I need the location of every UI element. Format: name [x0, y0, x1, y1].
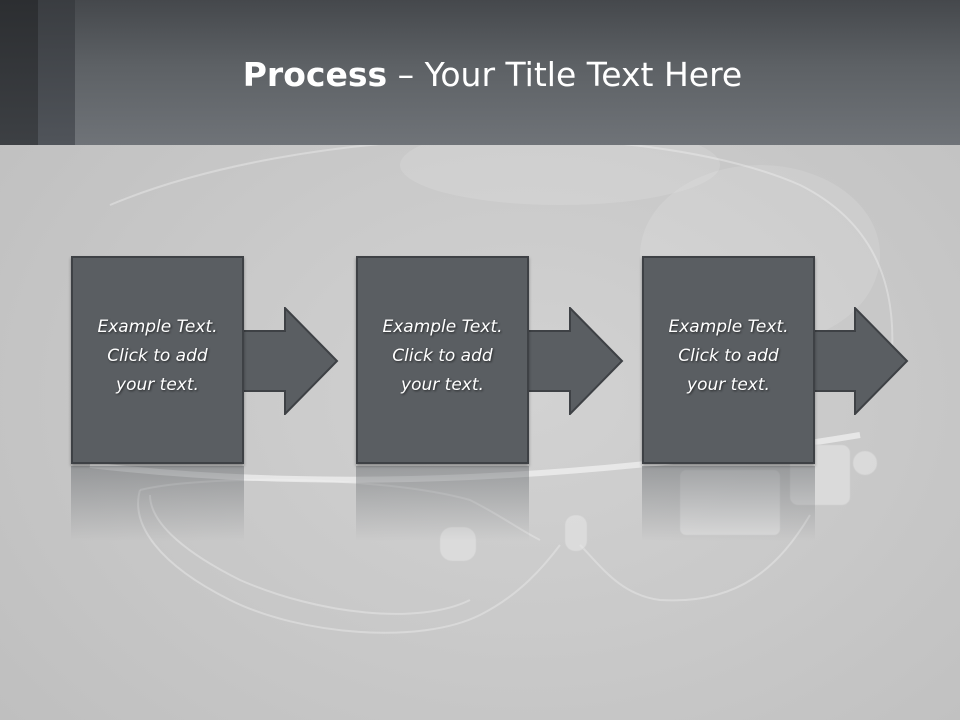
step-3-reflection	[642, 466, 815, 541]
header-accent-mid	[38, 0, 75, 145]
header-accent-dark	[0, 0, 38, 145]
step-3-arrow-icon	[813, 307, 909, 415]
step-1-text: Example Text. Click to add your text.	[73, 313, 242, 400]
step-2-box[interactable]: Example Text. Click to add your text.	[356, 256, 529, 464]
step-2-text: Example Text. Click to add your text.	[358, 313, 527, 400]
step-1-line-2: Click to add	[107, 346, 208, 366]
title-rest-text: – Your Title Text Here	[387, 55, 743, 94]
step-3-box[interactable]: Example Text. Click to add your text.	[642, 256, 815, 464]
step-2-line-3: your text.	[401, 375, 484, 395]
step-3-line-1: Example Text.	[668, 317, 789, 337]
slide-title[interactable]: Process – Your Title Text Here	[0, 50, 960, 100]
step-1-arrow-icon	[243, 307, 339, 415]
step-1-line-3: your text.	[116, 375, 199, 395]
step-1-box[interactable]: Example Text. Click to add your text.	[71, 256, 244, 464]
step-2-line-2: Click to add	[392, 346, 493, 366]
step-2-reflection	[356, 466, 529, 541]
step-1-line-1: Example Text.	[97, 317, 218, 337]
step-3-line-2: Click to add	[678, 346, 779, 366]
step-1-reflection	[71, 466, 244, 541]
step-2-arrow-icon	[528, 307, 624, 415]
step-2-line-1: Example Text.	[382, 317, 503, 337]
title-bold-text: Process	[242, 55, 388, 94]
step-3-line-3: your text.	[687, 375, 770, 395]
header-band	[0, 0, 960, 145]
step-3-text: Example Text. Click to add your text.	[644, 313, 813, 400]
